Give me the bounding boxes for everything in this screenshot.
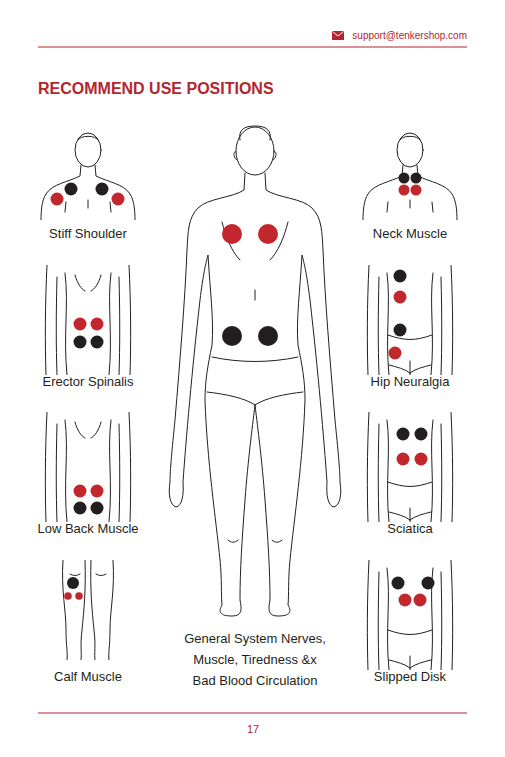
contact-email: support@tenkershop.com: [300, 30, 467, 42]
position-caption: Slipped Disk: [340, 669, 480, 685]
footer-rule: [38, 712, 467, 713]
disk-figure: [367, 560, 452, 670]
envelope-icon: [332, 31, 344, 40]
neck-figure: [363, 133, 457, 220]
body-figure: [169, 126, 341, 616]
position-caption: Hip Neuralgia: [340, 374, 480, 390]
position-caption: Stiff Shoulder: [18, 226, 158, 242]
calf-figure: [63, 560, 114, 660]
position-caption: Calf Muscle: [18, 669, 158, 685]
hip-figure: [367, 265, 452, 375]
main-caption: General System Nerves, Muscle, Tiredness…: [166, 628, 344, 691]
position-caption: Sciatica: [340, 521, 480, 537]
page-number: 17: [233, 722, 273, 736]
sciatica-figure: [367, 412, 452, 522]
position-caption: Neck Muscle: [340, 226, 480, 242]
back-figure: [45, 265, 130, 375]
lowback-figure: [45, 412, 130, 522]
position-caption: Erector Spinalis: [18, 374, 158, 390]
header-rule: [38, 46, 467, 47]
shoulder-figure: [41, 133, 135, 220]
position-caption: Low Back Muscle: [13, 521, 163, 537]
page-title: RECOMMEND USE POSITIONS: [38, 79, 274, 99]
